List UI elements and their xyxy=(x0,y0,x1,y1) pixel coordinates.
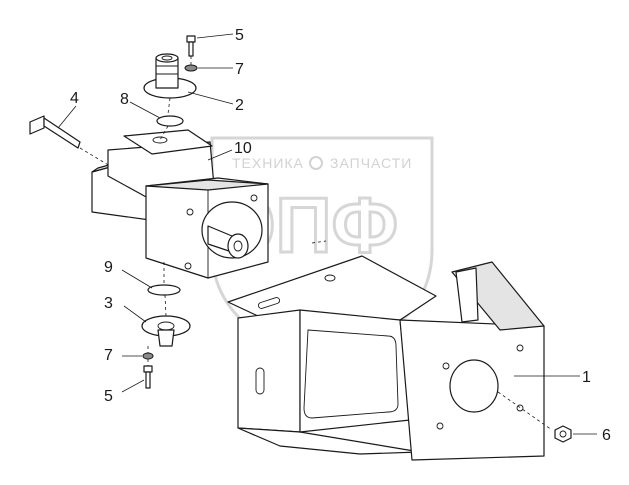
bracket-hole-br xyxy=(516,404,524,412)
pump-shaft-center xyxy=(233,240,243,252)
bracket-left-plate xyxy=(237,309,301,433)
bracket-right-tab xyxy=(455,267,479,323)
callout-10: 10 xyxy=(234,140,252,157)
lower-washer-part-7 xyxy=(142,352,154,360)
watermark-text-left: ТЕХНИКА xyxy=(232,155,304,171)
pump-screw-2 xyxy=(184,262,192,270)
top-fitting-part-2 xyxy=(143,53,197,99)
assembly-lines xyxy=(79,56,553,431)
callout-3: 3 xyxy=(104,295,113,312)
callout-1: 1 xyxy=(582,369,591,386)
nut-bore xyxy=(559,430,567,438)
callout-8: 8 xyxy=(120,91,129,108)
bracket-hole-bl xyxy=(436,422,444,430)
watermark-gear-icon xyxy=(309,156,323,170)
bracket-part-1 xyxy=(227,255,545,461)
lower-fitting-part-3 xyxy=(141,315,191,347)
bracket-large-hole xyxy=(449,359,499,413)
bracket-hole-tr xyxy=(516,344,524,352)
bracket-bottom-plate xyxy=(237,427,421,455)
callout-2: 2 xyxy=(235,97,244,114)
top-o-ring-part-8 xyxy=(156,115,184,127)
callout-7-bottom: 7 xyxy=(104,347,113,364)
pump-front-top xyxy=(145,179,269,191)
watermark-text-right: ЗАПЧАСТИ xyxy=(330,155,412,171)
bracket-top-flange xyxy=(227,255,437,321)
pump-screw-1 xyxy=(186,208,194,216)
top-fitting-cap xyxy=(155,53,179,63)
callout-6: 6 xyxy=(602,427,611,444)
callout-5-top: 5 xyxy=(235,27,244,44)
callout-labels: 5 7 2 8 4 10 9 3 7 5 1 6 xyxy=(70,27,611,444)
bracket-left-slot xyxy=(255,367,265,395)
leader-lines xyxy=(57,33,597,435)
callout-7-top: 7 xyxy=(235,61,244,78)
bracket-top-slot xyxy=(257,297,281,309)
top-bolt-part-5 xyxy=(186,35,196,57)
pump-top-port xyxy=(152,136,168,144)
bracket-inner-web xyxy=(299,309,411,433)
top-fitting-bore xyxy=(161,55,173,61)
top-washer-part-7 xyxy=(184,64,198,72)
callout-4: 4 xyxy=(70,90,79,107)
lower-bolt-part-5 xyxy=(143,365,153,389)
lower-o-ring-part-9 xyxy=(147,284,181,296)
nut-part-6 xyxy=(554,425,572,443)
pump-body-part-10 xyxy=(91,129,269,279)
callout-9: 9 xyxy=(104,259,113,276)
pump-shaft-end xyxy=(227,233,249,259)
callout-5-bottom: 5 xyxy=(104,388,113,405)
pump-top-block xyxy=(123,129,213,155)
bracket-hole-tl xyxy=(442,362,450,370)
pump-screw-3 xyxy=(250,194,258,202)
bracket-top-hole xyxy=(324,274,336,282)
bracket-web-cutout xyxy=(303,329,399,419)
long-bolt-part-4 xyxy=(29,115,81,149)
